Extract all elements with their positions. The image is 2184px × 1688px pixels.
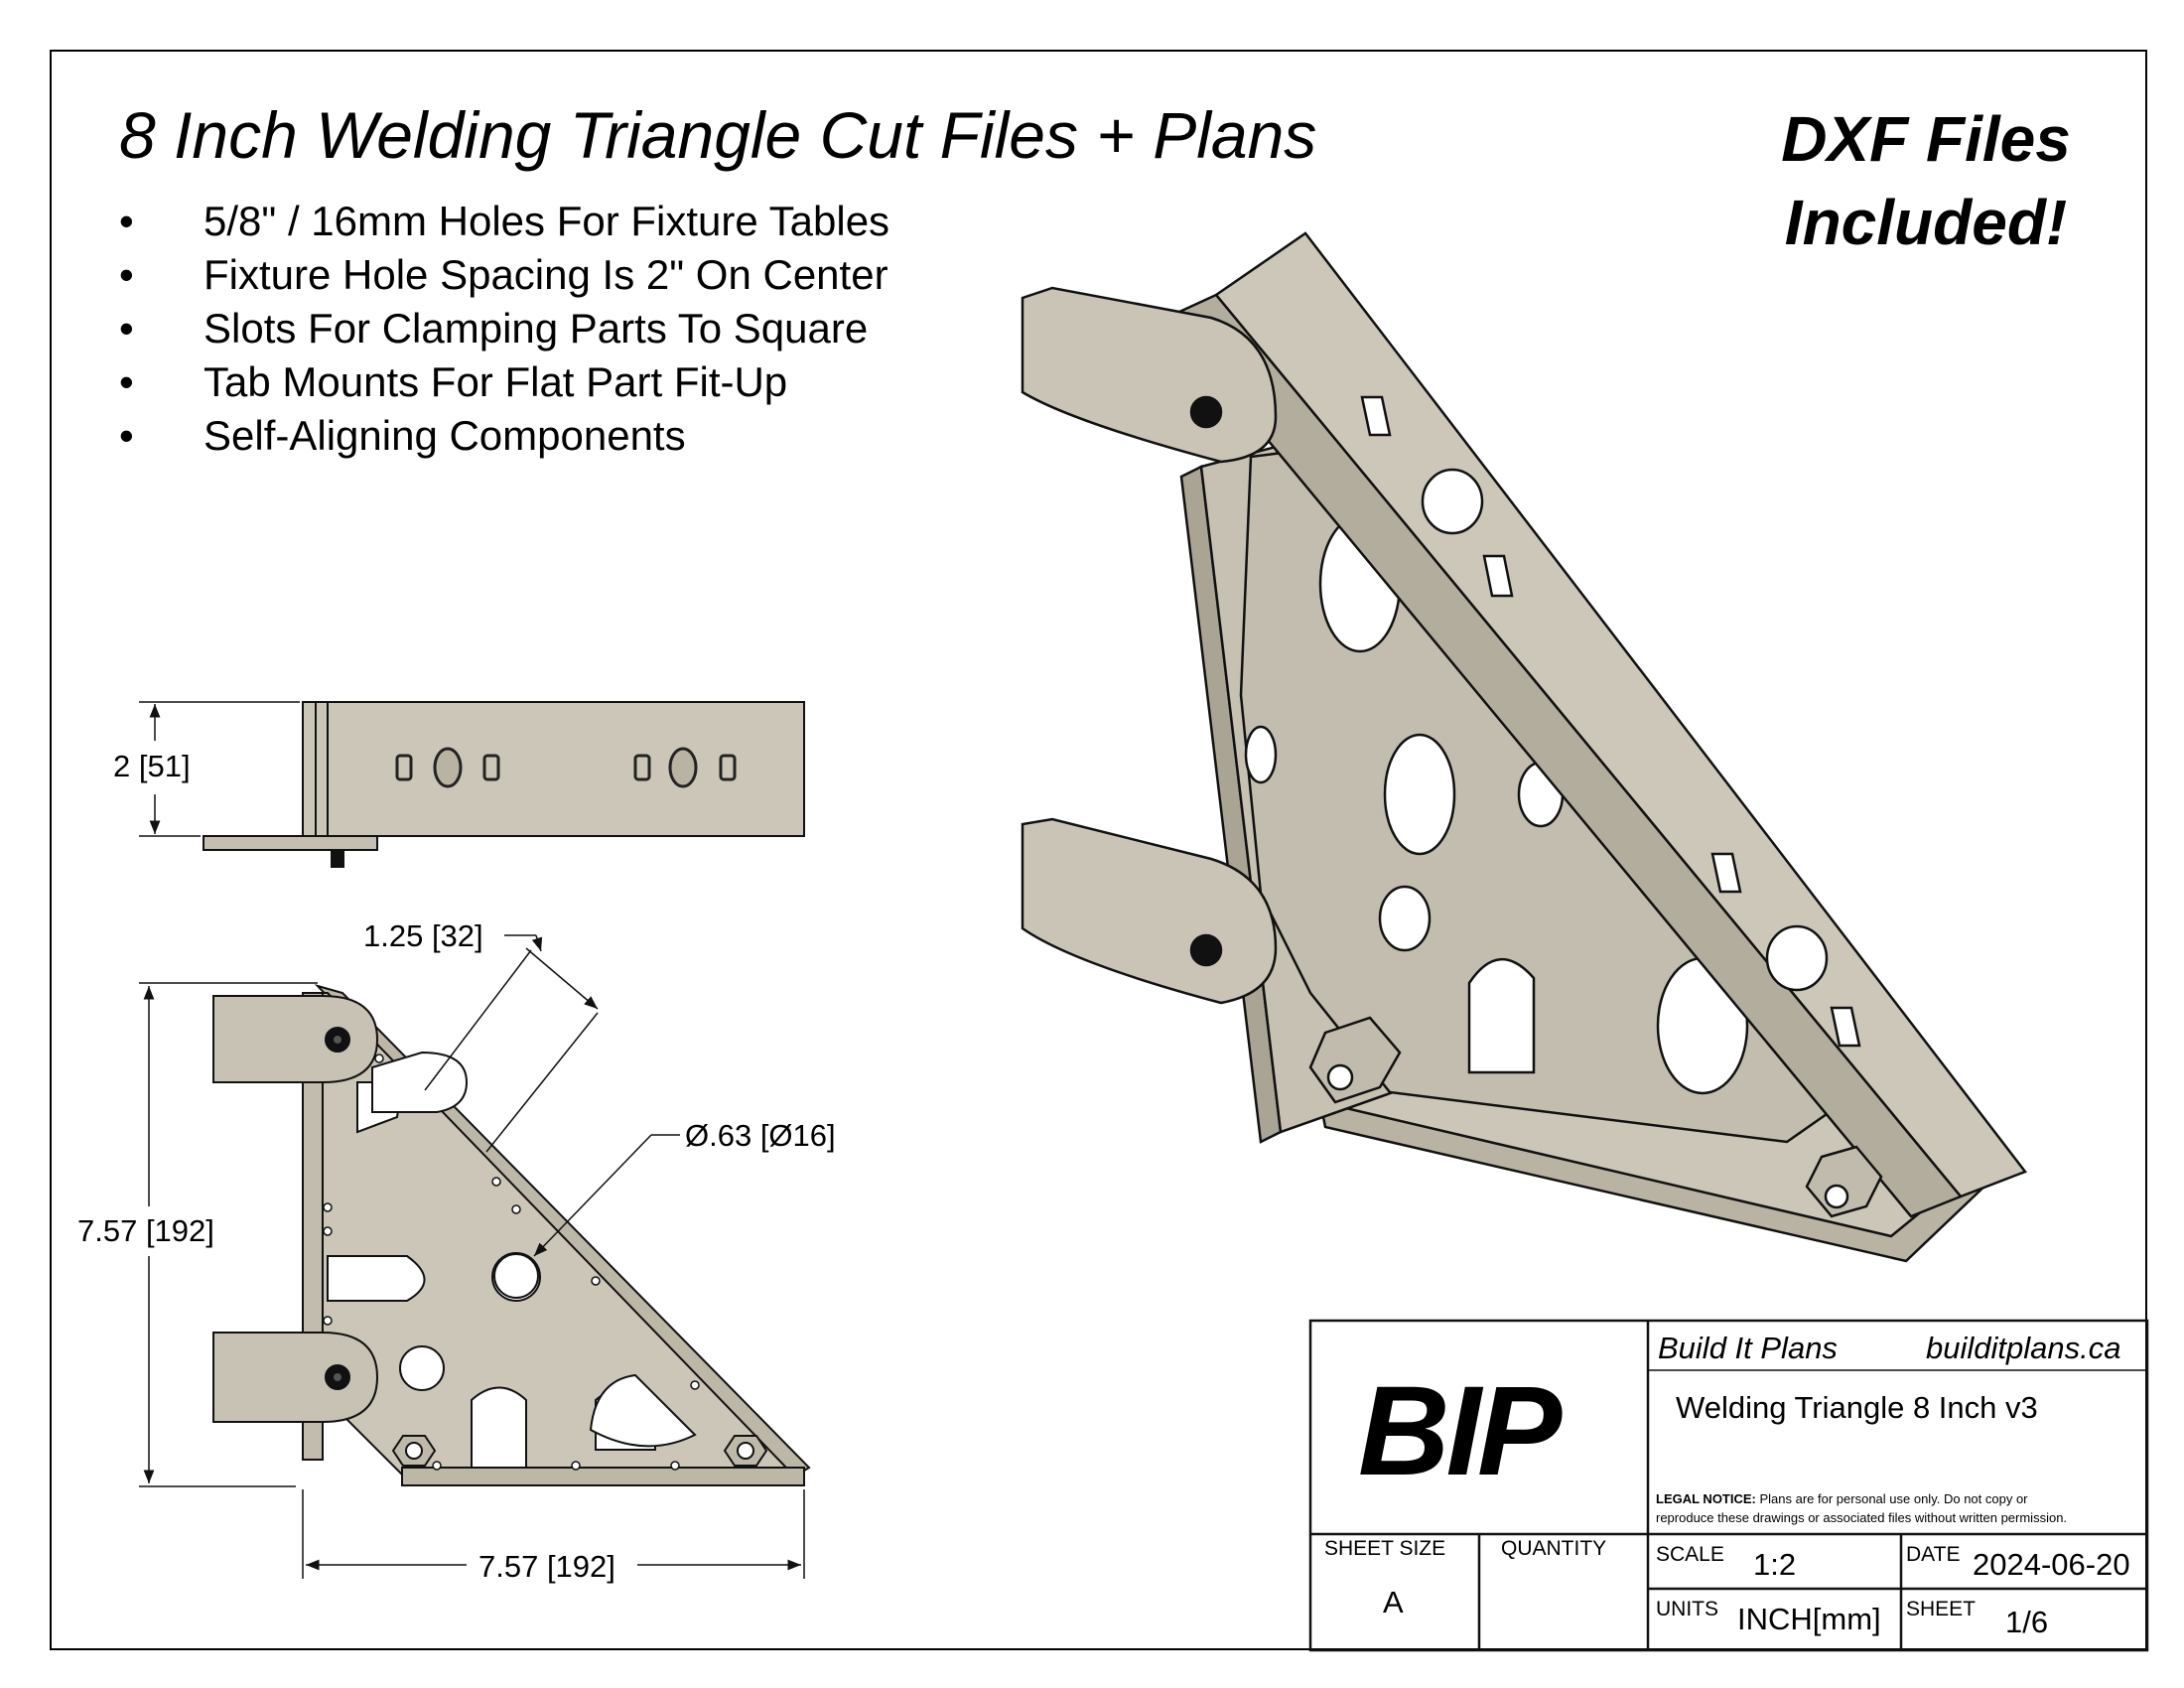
legal-notice-text-1: Plans are for personal use only. Do not … xyxy=(1755,1491,2028,1506)
units-value: INCH[mm] xyxy=(1737,1602,1881,1636)
bullet-icon: • xyxy=(119,198,134,244)
feature-item: • Tab Mounts For Flat Part Fit-Up xyxy=(109,355,889,409)
feature-text: 5/8" / 16mm Holes For Fixture Tables xyxy=(204,198,890,244)
feature-item: • Fixture Hole Spacing Is 2" On Center xyxy=(109,248,889,302)
sheet-size-value: A xyxy=(1383,1585,1404,1619)
drawing-border xyxy=(50,50,2147,1650)
feature-text: Fixture Hole Spacing Is 2" On Center xyxy=(204,251,888,298)
flange-holes xyxy=(323,1054,700,1471)
bullet-icon: • xyxy=(119,251,134,298)
front-view-cutouts xyxy=(327,1051,697,1469)
iso-hex-nuts xyxy=(1308,1016,1883,1218)
legal-notice: LEGAL NOTICE: Plans are for personal use… xyxy=(1656,1489,2067,1527)
feature-list: • 5/8" / 16mm Holes For Fixture Tables • F… xyxy=(109,195,889,463)
flange-slots xyxy=(1360,395,1861,1048)
date-label: DATE xyxy=(1906,1543,1961,1566)
scale-value: 1:2 xyxy=(1753,1547,1797,1582)
company-logo: BIP xyxy=(1358,1360,1562,1502)
feature-text: Tab Mounts For Flat Part Fit-Up xyxy=(204,358,788,405)
drawing-title: 8 Inch Welding Triangle Cut Files + Plan… xyxy=(119,98,1317,172)
dxf-badge-line-1: DXF Files xyxy=(1781,103,2071,175)
side-view-slots xyxy=(395,747,737,788)
title-block-grid xyxy=(1308,1319,2149,1652)
dim-height: 7.57 [192] xyxy=(77,1213,214,1248)
units-label: UNITS xyxy=(1656,1598,1718,1620)
iso-tab-mounts xyxy=(1021,286,1278,1005)
drawing-name: Welding Triangle 8 Inch v3 xyxy=(1676,1390,2038,1425)
dim-hole-diameter: Ø.63 [Ø16] xyxy=(685,1118,836,1153)
side-view xyxy=(139,701,805,868)
tab-mounts xyxy=(212,995,379,1423)
company-name: Build It Plans xyxy=(1658,1331,1838,1365)
sheet-value: 1/6 xyxy=(2005,1605,2049,1639)
sheet-label: SHEET xyxy=(1906,1598,1977,1620)
dim-width: 7.57 [192] xyxy=(478,1549,615,1584)
dim-flange-width: 1.25 [32] xyxy=(363,918,483,953)
bullet-icon: • xyxy=(119,305,134,352)
dxf-badge-line-2: Included! xyxy=(1784,187,2068,258)
dxf-badge: DXF Files Included! xyxy=(1727,97,2124,264)
gusset-holes xyxy=(1244,514,1749,1095)
feature-item: • Slots For Clamping Parts To Square xyxy=(109,302,889,355)
feature-text: Slots For Clamping Parts To Square xyxy=(204,305,869,352)
date-value: 2024-06-20 xyxy=(1973,1547,2130,1582)
legal-notice-text-2: reproduce these drawings or associated f… xyxy=(1656,1510,2068,1525)
bullet-icon: • xyxy=(119,412,134,459)
isometric-view xyxy=(1021,231,2028,1263)
scale-label: SCALE xyxy=(1656,1543,1724,1566)
bullet-icon: • xyxy=(119,358,134,405)
feature-item: • Self-Aligning Components xyxy=(109,409,889,463)
feature-item: • 5/8" / 16mm Holes For Fixture Tables xyxy=(109,195,889,248)
quantity-label: QUANTITY xyxy=(1501,1537,1607,1560)
dim-height-side: 2 [51] xyxy=(113,749,191,783)
company-website: builditplans.ca xyxy=(1926,1331,2121,1365)
sheet-size-label: SHEET SIZE xyxy=(1324,1537,1446,1560)
front-view xyxy=(139,934,811,1579)
legal-notice-label: LEGAL NOTICE: xyxy=(1656,1491,1756,1506)
feature-text: Self-Aligning Components xyxy=(204,412,686,459)
hex-nuts xyxy=(391,1435,768,1467)
